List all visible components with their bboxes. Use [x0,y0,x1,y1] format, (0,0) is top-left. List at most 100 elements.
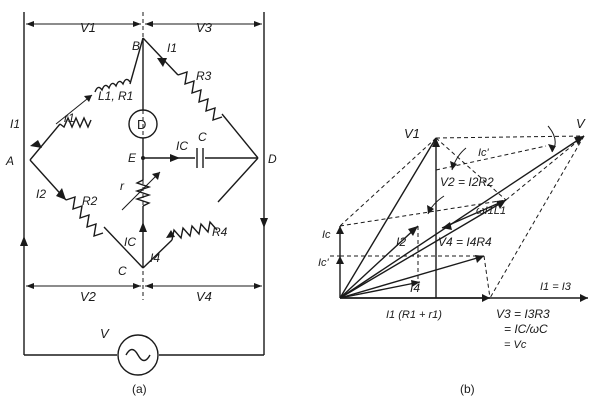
label-detector: D [137,117,146,132]
label-vc: = Vc [504,339,527,351]
v1-arrow-right-icon [133,21,141,27]
label-ic-b: Ic [322,229,331,241]
label-v3-a: V3 [196,20,213,35]
arm-cd-wire-1 [142,239,173,269]
v4-phasor [339,255,485,299]
resistor-r3 [177,70,223,122]
caption-a: (a) [132,382,147,396]
v3-phasor-arrow-icon [482,294,490,302]
label-v3-eq: V3 = I3R3 [496,307,550,321]
dash-ic-to-v2 [339,199,507,227]
i2-phasor [339,225,419,299]
label-node-c: C [118,264,127,278]
label-source-v: V [100,326,110,341]
label-ic-prime-top: Ic' [478,147,490,159]
label-v1-a: V1 [80,20,96,35]
label-l1-r1: L1, R1 [98,89,133,103]
reference-axis-arrow-icon [580,294,588,302]
label-v4-eq: V4 = I4R4 [438,235,492,249]
label-r-small: r [120,179,125,193]
label-node-a: A [5,154,14,168]
resistor-r [134,179,152,207]
arm-ab-wire-2 [129,37,144,85]
panel-b-phasor: V1 V Ic' V2 = I2R2 ωI1L1 I2 V4 = I4R4 Ic… [318,116,588,396]
dash-v1-to-v [435,135,585,139]
angle-arc-mid-arrow-icon [450,161,457,170]
label-node-d: D [268,152,277,166]
v1-arrow-left-icon [26,21,34,27]
dash-v2-to-v [505,135,585,201]
label-node-b: B [132,39,140,53]
inductor-l1-coil [94,78,131,93]
i2-arrow-icon [56,188,66,200]
label-ic-over-wc: = IC/ωC [504,322,548,336]
ac-source-symbol [117,334,159,376]
r-variable-arrow [121,171,161,211]
v1-resultant-phasor [339,137,437,299]
arm-cd-wire-2 [217,157,259,203]
i1-left-arrow-icon [30,140,42,148]
label-v2-eq: V2 = I2R2 [440,175,494,189]
label-wi1l1: ωI1L1 [476,205,506,217]
v3-arrow-right-icon [254,21,262,27]
v1-phasor-arrow-icon [432,138,440,147]
label-r2: R2 [82,194,98,208]
sine-wave-icon [125,348,151,362]
label-r1: r1 [64,111,75,125]
label-i1-left: I1 [10,117,20,131]
dash-v1-to-v2 [435,137,507,201]
label-i2: I2 [36,187,46,201]
label-i1-top: I1 [167,41,177,55]
label-v1-b: V1 [404,126,420,141]
label-v2-a: V2 [80,289,97,304]
angle-arc-top-arrow-icon [548,144,556,152]
resistor-r1 [59,116,92,129]
label-ic-low: IC [124,235,136,249]
label-ic-prime-left: Ic' [318,257,330,269]
label-i4: I4 [150,251,160,265]
node-e [141,156,145,160]
angle-arc-low-arrow-icon [427,205,434,214]
resistor-r2 [65,195,104,238]
r1-variable-arrow [55,94,93,125]
v2-arrow-right-icon [133,283,141,289]
label-i4-b: I4 [410,281,420,295]
panel-a-circuit: V1 V3 V2 V4 B A C D E I1 I1 I2 IC C IC I… [5,12,277,396]
dash-v4-to-v3 [483,255,491,299]
ic-mid-arrow-icon [170,154,180,162]
v4-phasor-arrow-icon [475,255,484,263]
r1-arrowhead-icon [84,95,92,102]
dash-icprime-top [435,145,547,171]
v4-arrow-left-icon [145,283,153,289]
arm-bd-wire-2 [221,113,259,159]
i4-phasor [339,281,421,299]
v2-arrow-left-icon [26,283,34,289]
resistor-r4 [171,220,218,241]
v3-arrow-left-icon [145,21,153,27]
i4-phasor-arrow-icon [411,280,420,287]
arm-bd-wire-1 [142,37,179,76]
label-i2-b: I2 [396,235,406,249]
dash-v1-to-ic [339,137,437,227]
label-ic-mid: IC [176,139,188,153]
caption-b: (b) [460,382,475,396]
label-r3: R3 [196,69,212,83]
label-node-e: E [128,151,137,165]
arm-ac-wire-2 [103,226,144,269]
v2-phasor [339,199,507,299]
wi1l1-arrow-icon [442,222,452,230]
v4-arrow-right-icon [254,283,262,289]
i4-arrow-icon [166,230,175,238]
i2-phasor-arrow-icon [408,226,418,236]
arm-ab-wire-1 [29,123,61,161]
ic-low-arrow-icon [139,222,147,232]
label-capacitor-c: C [198,130,207,144]
r-arrowhead-icon [152,172,160,180]
v-phasor [339,135,585,299]
ic-phasor-arrow-icon [336,226,344,234]
label-r4: R4 [212,225,228,239]
v2-phasor-arrow-icon [496,200,506,209]
wi1l1-segment [441,199,507,229]
